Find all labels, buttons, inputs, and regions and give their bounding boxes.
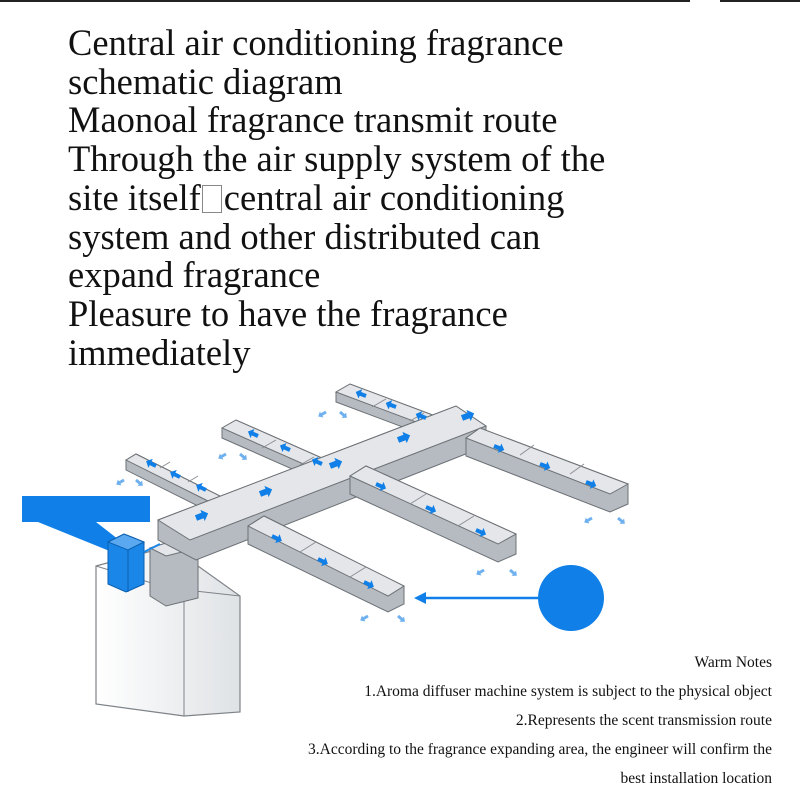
description-line-2: site itself central air conditioning: [68, 176, 768, 218]
description-system-text: central air conditioning: [223, 176, 565, 218]
note-item-3-line-1: 3.According to the fragrance expanding a…: [308, 741, 772, 758]
route-heading: Maonoal fragrance transmit route: [68, 99, 558, 141]
note-item-3-line-2: best installation location: [620, 770, 772, 787]
hvac-schematic: [22, 383, 630, 717]
warm-notes-title: Warm Notes: [694, 654, 772, 671]
duct-branch-right-upper: [464, 427, 630, 513]
pleasure-line-2: immediately: [68, 331, 251, 373]
note-item-2: 2.Represents the scent transmission rout…: [515, 712, 772, 729]
description-line-4: expand fragrance: [68, 254, 321, 296]
intro-text: Central air conditioning fragrance schem…: [68, 22, 768, 373]
title-line-1: Central air conditioning fragrance: [68, 22, 564, 63]
main-trunk-duct: [156, 405, 488, 561]
flow-arrows: [146, 389, 597, 590]
route-indicator: [414, 565, 604, 631]
duct-joints: [159, 398, 585, 578]
warm-notes: Warm Notes 1.Aroma diffuser machine syst…: [72, 648, 772, 793]
description-line-3: system and other distributed can: [68, 215, 541, 257]
pleasure-line-1: Pleasure to have the fragrance: [68, 292, 508, 334]
missing-glyph-box: [201, 184, 222, 213]
description-site-text: site itself: [68, 176, 201, 218]
duct-branch-left: [124, 453, 222, 513]
title-line-2: schematic diagram: [68, 60, 343, 102]
diffusion-arrows: [116, 410, 625, 622]
note-item-1: 1.Aroma diffuser machine system is subje…: [364, 683, 772, 700]
top-rule-left: [0, 0, 690, 2]
duct-branch-right-middle: [348, 465, 518, 563]
top-rule-right: [720, 0, 800, 2]
description-line-1: Through the air supply system of the: [68, 138, 606, 180]
aroma-diffuser-machine: [106, 533, 161, 593]
